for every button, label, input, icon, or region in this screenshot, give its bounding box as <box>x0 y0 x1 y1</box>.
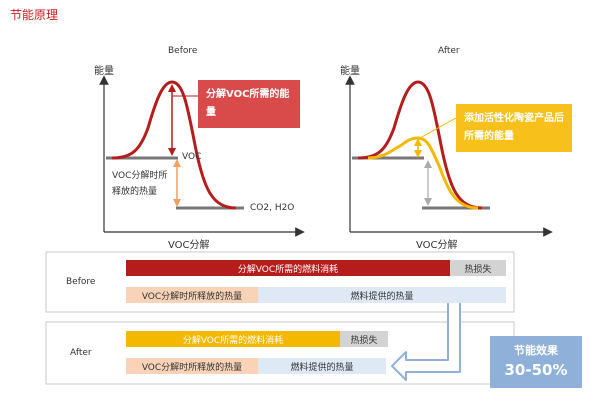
before-release-arrow <box>173 159 181 207</box>
before-activation-arrow <box>168 84 176 156</box>
after-fuel-bar: 分解VOC所需的燃料消耗 <box>126 331 340 347</box>
before-row-label: Before <box>66 277 96 287</box>
after-release-arrow <box>424 160 432 206</box>
savings-badge-title: 节能效果 <box>514 344 558 357</box>
before-energy-curve <box>111 80 237 210</box>
page-title: 节能原理 <box>10 8 59 22</box>
before-supply-bar: 燃料提供的热量 <box>258 287 506 303</box>
before-axes <box>99 75 305 237</box>
before-callout-text: 分解VOC所需的能量 <box>206 89 290 118</box>
after-row-label: After <box>70 348 92 358</box>
after-activation-arrow <box>414 138 422 158</box>
after-callout-text: 添加活性化陶瓷产品后所需的能量 <box>464 113 564 142</box>
label-release: VOC分解时所释放的热量 <box>112 168 176 200</box>
after-callout: 添加活性化陶瓷产品后所需的能量 <box>456 104 572 152</box>
after-xlabel: VOC分解 <box>416 240 458 251</box>
after-catalyzed-curve <box>367 136 479 210</box>
label-products: CO2, H2O <box>250 203 295 213</box>
before-fuel-bar: 分解VOC所需的燃料消耗 <box>126 260 450 276</box>
before-xlabel: VOC分解 <box>168 240 210 251</box>
after-original-curve <box>357 80 483 210</box>
after-supply-bar: 燃料提供的热量 <box>258 358 386 374</box>
before-callout: 分解VOC所需的能量 <box>198 80 300 128</box>
label-release-text: VOC分解时所释放的热量 <box>112 171 168 197</box>
after-axes <box>345 75 553 237</box>
before-ylabel: 能量 <box>94 66 114 77</box>
after-chart-title: After <box>438 46 460 56</box>
before-chart-title: Before <box>168 46 198 56</box>
savings-badge-value: 30-50% <box>504 361 568 379</box>
transition-arrow <box>391 299 461 381</box>
label-voc: VOC <box>182 152 202 162</box>
after-ylabel: 能量 <box>340 66 360 77</box>
before-loss-bar: 热损失 <box>450 260 506 276</box>
before-frame <box>45 251 515 313</box>
before-release-bar: VOC分解时所释放的热量 <box>126 287 258 303</box>
after-release-bar: VOC分解时所释放的热量 <box>126 358 258 374</box>
after-loss-bar: 热损失 <box>340 331 388 347</box>
savings-badge: 节能效果 30-50% <box>490 336 582 388</box>
